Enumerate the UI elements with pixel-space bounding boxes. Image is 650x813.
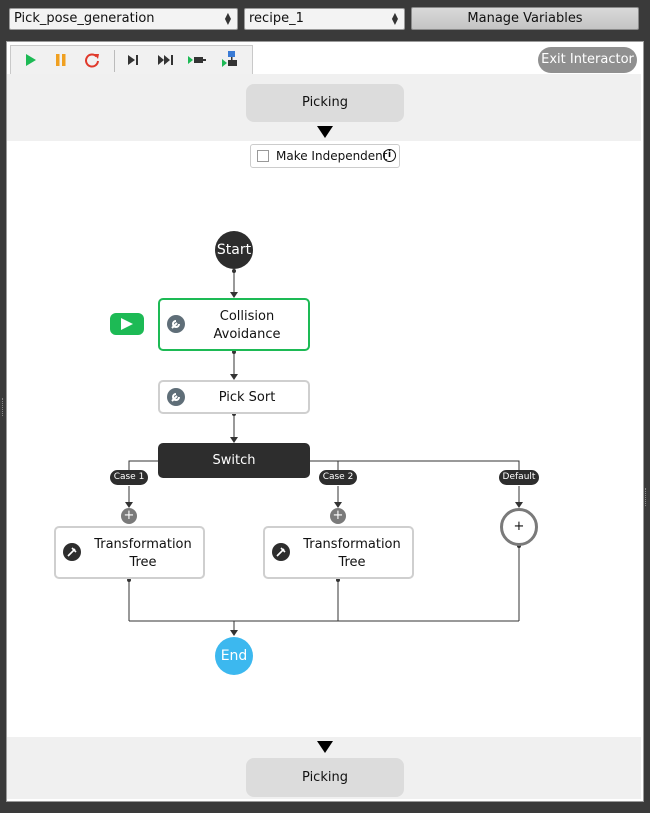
transform1-label-line2: Tree — [129, 555, 157, 570]
transform1-label-line1: Transformation — [94, 537, 192, 552]
recipe-value: recipe_1 — [249, 11, 304, 26]
transformation-tree-1-label: Transformation Tree — [88, 536, 198, 572]
case-1-badge: Case 1 — [110, 470, 148, 485]
play-icon — [121, 318, 133, 330]
wrench-icon — [63, 543, 81, 561]
add-step-case-1-button[interactable]: + — [121, 508, 137, 524]
step-icon[interactable] — [123, 52, 143, 68]
pose-generation-select[interactable]: Pick_pose_generation ▲▼ — [9, 8, 238, 30]
current-step-indicator — [110, 313, 144, 335]
wrench-icon — [167, 315, 185, 333]
make-independent-label: Make Independent — [276, 149, 388, 163]
info-icon[interactable]: i — [383, 149, 396, 162]
select-arrows-icon: ▲▼ — [391, 11, 398, 26]
collision-avoidance-node[interactable]: Collision Avoidance — [158, 298, 310, 351]
bottom-picking-node[interactable]: Picking — [246, 758, 404, 797]
run-toolbar — [10, 45, 253, 75]
recipe-select[interactable]: recipe_1 ▲▼ — [244, 8, 405, 30]
collision-label-line2: Avoidance — [213, 327, 281, 342]
switch-node[interactable]: Switch — [158, 443, 310, 478]
pick-sort-node[interactable]: Pick Sort — [158, 380, 310, 414]
reload-icon[interactable] — [82, 52, 102, 68]
down-arrow-icon — [317, 126, 333, 138]
default-badge: Default — [499, 470, 539, 485]
exit-interactor-button[interactable]: Exit Interactor — [538, 47, 637, 73]
transformation-tree-2-node[interactable]: Transformation Tree — [263, 526, 414, 579]
pose-generation-value: Pick_pose_generation — [14, 11, 155, 26]
make-independent-toggle[interactable]: Make Independent i — [250, 144, 400, 168]
make-independent-checkbox[interactable] — [257, 150, 269, 162]
transform2-label-line1: Transformation — [303, 537, 401, 552]
transformation-tree-2-label: Transformation Tree — [297, 536, 407, 572]
start-node[interactable]: Start — [215, 231, 253, 269]
pick-sort-label: Pick Sort — [218, 390, 276, 405]
wrench-icon — [272, 543, 290, 561]
play-icon[interactable] — [20, 52, 40, 68]
select-arrows-icon: ▲▼ — [224, 11, 231, 26]
manage-variables-button[interactable]: Manage Variables — [411, 7, 639, 30]
top-picking-node[interactable]: Picking — [246, 84, 404, 122]
toolbar-divider — [114, 50, 115, 72]
right-splitter-handle[interactable] — [645, 488, 648, 506]
collision-label-line1: Collision — [219, 309, 275, 324]
fast-forward-icon[interactable] — [156, 52, 176, 68]
end-node[interactable]: End — [215, 637, 253, 675]
collision-avoidance-label: Collision Avoidance — [194, 308, 300, 344]
step-over-icon[interactable] — [221, 50, 241, 70]
wrench-icon — [167, 388, 185, 406]
case-2-badge: Case 2 — [319, 470, 357, 485]
transform2-label-line2: Tree — [338, 555, 366, 570]
down-arrow-icon — [317, 741, 333, 753]
pause-icon[interactable] — [51, 52, 71, 68]
transformation-tree-1-node[interactable]: Transformation Tree — [54, 526, 205, 579]
add-step-case-2-button[interactable]: + — [330, 508, 346, 524]
left-splitter-handle[interactable] — [2, 398, 5, 416]
add-default-step-button[interactable]: + — [500, 508, 538, 546]
step-into-icon[interactable] — [187, 52, 207, 68]
